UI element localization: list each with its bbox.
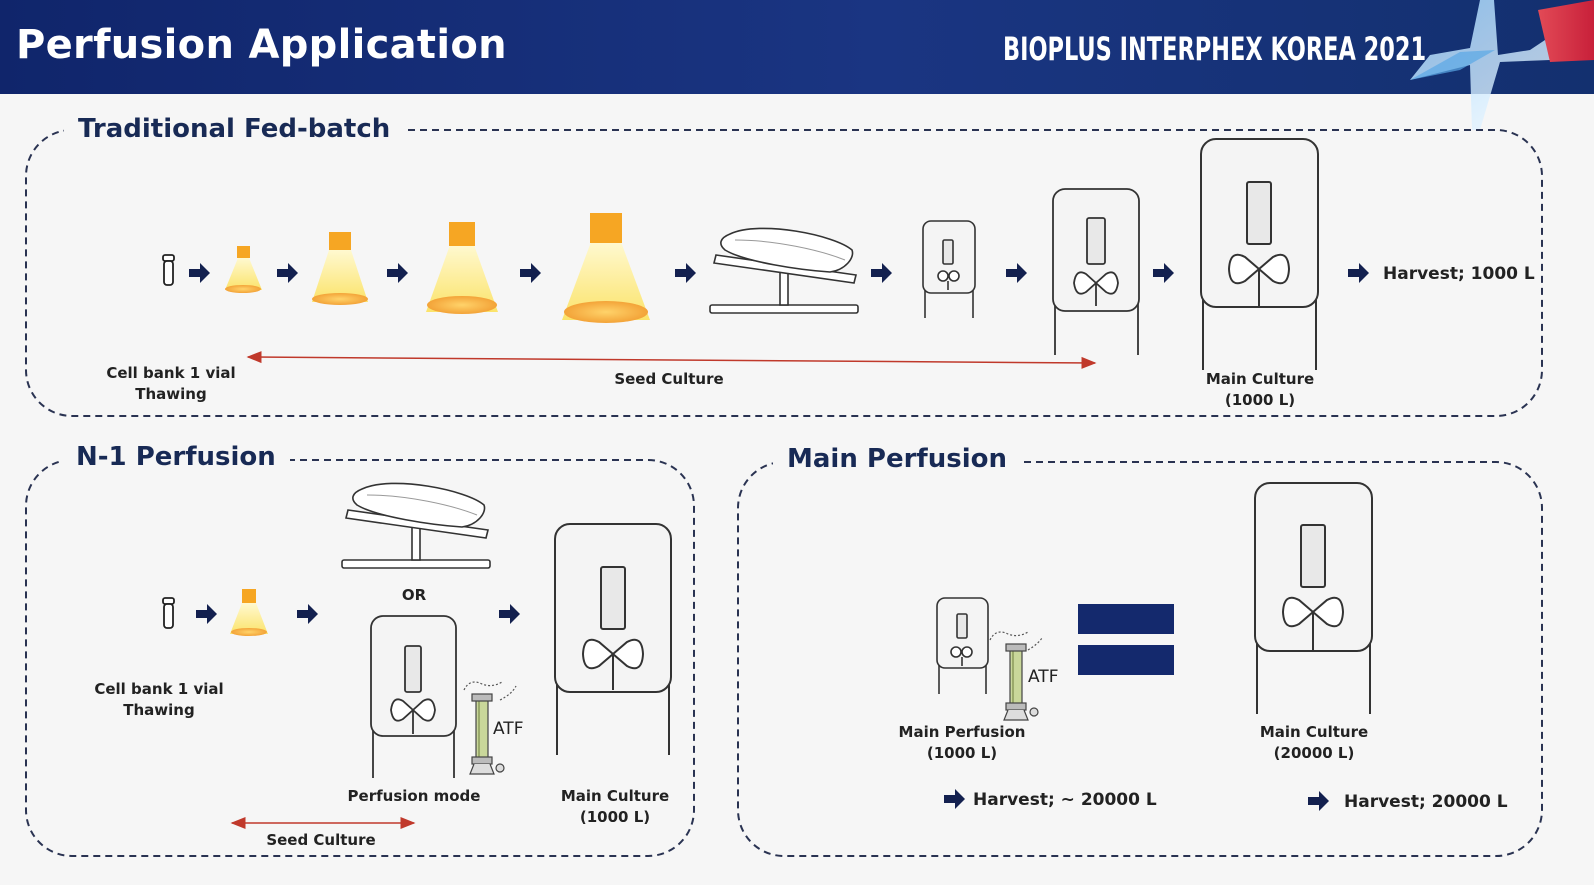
fed-batch-section-border bbox=[25, 129, 1543, 417]
main-culture-label: Main Culture (1000 L) bbox=[1205, 370, 1315, 409]
bioreactor-small-icon bbox=[922, 220, 976, 318]
n1-perfusion-title: N-1 Perfusion bbox=[62, 442, 290, 472]
header-bar: Perfusion Application BIOPLUS INTERPHEX … bbox=[0, 0, 1594, 130]
atf-label: ATF bbox=[493, 719, 524, 739]
process-arrow-icon bbox=[196, 604, 520, 624]
main-culture-label: Main Culture (20000 L) bbox=[1259, 723, 1369, 762]
process-arrow-icon bbox=[944, 789, 1329, 811]
bioreactor-large-icon bbox=[1254, 482, 1373, 714]
cell-bank-label: Cell bank 1 vial Thawing bbox=[106, 364, 236, 403]
bioreactor-medium-icon bbox=[1052, 188, 1140, 355]
seed-culture-label: Seed Culture bbox=[266, 831, 376, 849]
bioreactor-large-icon bbox=[1200, 138, 1319, 370]
event-logo-icon bbox=[1410, 0, 1594, 130]
main-perfusion-label: Main Perfusion (1000 L) bbox=[898, 723, 1026, 762]
or-label: OR bbox=[401, 586, 427, 604]
perfusion-bioreactor-icon bbox=[370, 615, 457, 778]
n1-perfusion-section-border bbox=[25, 459, 695, 857]
shake-flask-icon bbox=[225, 246, 262, 293]
bioreactor-large-icon bbox=[554, 523, 672, 755]
seed-culture-label: Seed Culture bbox=[614, 370, 724, 388]
seed-culture-range-arrow bbox=[246, 351, 1097, 369]
shake-flask-icon bbox=[562, 213, 650, 323]
atf-filter-icon bbox=[463, 681, 517, 775]
harvest-label: Harvest; ~ 20000 L bbox=[973, 790, 1157, 810]
event-name: BIOPLUS INTERPHEX KOREA 2021 bbox=[1003, 30, 1427, 68]
wave-bioreactor-icon bbox=[709, 227, 859, 314]
cell-vial-icon bbox=[162, 254, 175, 286]
wave-bioreactor-icon bbox=[341, 482, 491, 569]
process-arrow-icon bbox=[189, 263, 1369, 283]
fed-batch-title: Traditional Fed-batch bbox=[64, 114, 405, 144]
shake-flask-icon bbox=[426, 222, 498, 314]
equals-sign-icon bbox=[1078, 604, 1174, 675]
main-culture-label: Main Culture (1000 L) bbox=[560, 787, 670, 826]
cell-bank-label: Cell bank 1 vial Thawing bbox=[94, 680, 224, 719]
main-perfusion-section-border bbox=[737, 461, 1543, 857]
atf-filter-icon bbox=[989, 631, 1043, 721]
main-perfusion-title: Main Perfusion bbox=[773, 444, 1021, 474]
atf-label: ATF bbox=[1028, 667, 1059, 687]
harvest-label: Harvest; 20000 L bbox=[1344, 792, 1508, 812]
perfusion-mode-label: Perfusion mode bbox=[347, 787, 481, 805]
cell-vial-icon bbox=[162, 597, 175, 629]
harvest-label: Harvest; 1000 L bbox=[1383, 264, 1535, 284]
page-title: Perfusion Application bbox=[16, 22, 507, 68]
perfusion-bioreactor-icon bbox=[936, 597, 989, 694]
shake-flask-icon bbox=[312, 232, 368, 305]
shake-flask-icon bbox=[230, 589, 268, 636]
